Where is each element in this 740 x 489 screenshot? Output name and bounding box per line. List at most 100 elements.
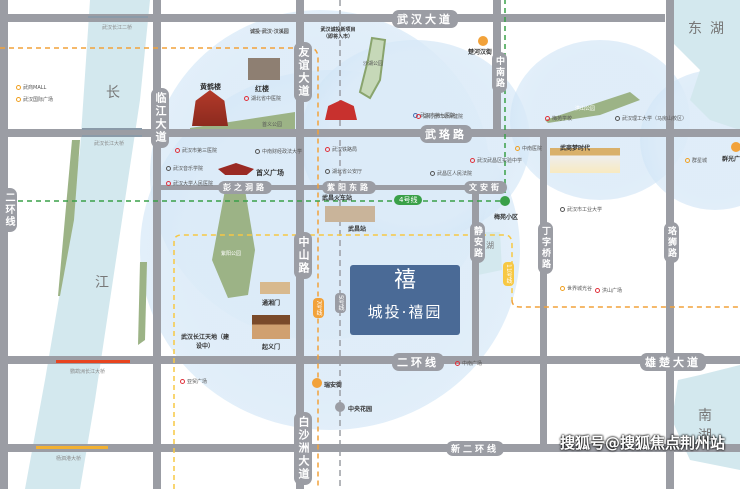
road-label-zhongnan: 中南路 bbox=[492, 52, 507, 93]
poi[interactable]: 武汉理工大学（马房山校区） bbox=[615, 115, 687, 122]
road-label-xiongchu: 雄楚大道 bbox=[640, 353, 706, 371]
poi[interactable]: 梅苑学校 bbox=[545, 115, 572, 122]
road-label-luoshi: 珞狮路 bbox=[664, 222, 679, 263]
landmark-label: 红楼 bbox=[255, 85, 269, 93]
poi-icon bbox=[430, 171, 435, 176]
poi[interactable]: 武商MALL bbox=[16, 84, 46, 91]
watermark: 搜狐号@搜狐焦点荆州站 bbox=[560, 434, 726, 452]
poi-icon bbox=[545, 116, 550, 121]
donghu-lake bbox=[670, 0, 740, 130]
poi[interactable]: 武汉国际广场 bbox=[16, 96, 53, 103]
landmark-label: 武汉长江天地（建设中） bbox=[180, 334, 229, 350]
riverside-park-right bbox=[138, 262, 147, 345]
poi-label: 亚贸广场 bbox=[187, 379, 208, 385]
mall-icon bbox=[550, 148, 620, 173]
poi[interactable]: 湖北省妇幼保健院 bbox=[416, 113, 463, 120]
poi[interactable]: 武汉音乐学院 bbox=[166, 165, 203, 172]
metro-line-11-badge: 11号线 bbox=[503, 262, 514, 286]
poi-label: 武汉武昌区实验中学 bbox=[477, 158, 523, 164]
nanhu-label: 南湖 bbox=[698, 408, 720, 444]
poi[interactable]: 湖北省公安厅 bbox=[325, 168, 362, 175]
landmark-label: 起义门 bbox=[262, 344, 281, 351]
bridge-icon bbox=[82, 128, 142, 137]
poi-label: 湖北省公安厅 bbox=[332, 169, 363, 175]
road bbox=[0, 356, 740, 364]
nanhu-lake bbox=[672, 365, 740, 470]
poi[interactable]: 武汉武昌区实验中学 bbox=[470, 157, 522, 164]
poi-icon bbox=[560, 207, 565, 212]
poi[interactable]: 群星城 bbox=[685, 157, 707, 164]
poi[interactable]: 中南医院 bbox=[515, 145, 542, 152]
poi[interactable]: 世界城光谷 bbox=[560, 285, 592, 292]
road-label-wenan: 文安街 bbox=[464, 181, 507, 194]
road bbox=[0, 14, 665, 22]
riverside-park-left bbox=[58, 140, 80, 296]
bridge-label: 鹦鹉洲长江大桥 bbox=[70, 369, 106, 375]
metro-station-label: 梅苑小区 bbox=[494, 214, 519, 221]
project-name: 城投·禧园 bbox=[367, 303, 443, 321]
poi-icon bbox=[166, 181, 171, 186]
metro-station-label: 武昌站 bbox=[348, 226, 367, 233]
landmark-label: 黄鹤楼 bbox=[200, 83, 221, 91]
road bbox=[0, 0, 8, 489]
road-label-wuluo-lu: 武珞路 bbox=[420, 125, 472, 143]
metro-line-orange bbox=[0, 47, 319, 489]
poi-label: 梅苑学校 bbox=[552, 116, 573, 122]
poi-icon bbox=[16, 85, 21, 90]
road-label-jingan: 静安路 bbox=[470, 222, 485, 263]
road-label-linjiang: 临江大道 bbox=[151, 88, 169, 148]
metro-line-orange-east bbox=[511, 299, 740, 308]
road bbox=[0, 129, 740, 137]
poi[interactable]: 中南广场 bbox=[455, 360, 482, 367]
poi[interactable]: 武汉大学人民医院 bbox=[166, 180, 213, 187]
road bbox=[540, 133, 547, 448]
yangtze-river bbox=[25, 0, 150, 489]
landmark-label: 首义广场 bbox=[256, 169, 284, 177]
road-label-youyi: 友谊大道 bbox=[294, 42, 312, 102]
poi-label: 中南广场 bbox=[462, 361, 483, 367]
park-label: 首义公园 bbox=[262, 122, 283, 128]
qiyi-gate-icon bbox=[252, 315, 290, 339]
poi-icon bbox=[455, 361, 460, 366]
metro-station-label: 瑞安街 bbox=[324, 382, 343, 389]
park-label: 洪山公园 bbox=[575, 106, 596, 112]
donghu-label: 东湖 bbox=[688, 21, 732, 37]
road-label-ziyang: 紫阳东路 bbox=[322, 181, 376, 194]
landmark-label: 楚河汉街 bbox=[468, 49, 493, 56]
road-label-xin-erhuan: 新二环线 bbox=[446, 441, 505, 456]
zi-lake-label: 湖 bbox=[486, 241, 494, 250]
red-building-icon bbox=[248, 58, 280, 80]
poi[interactable]: 洪山广场 bbox=[595, 287, 622, 294]
poi-icon bbox=[180, 379, 185, 384]
poi-label: 武汉音乐学院 bbox=[173, 166, 204, 172]
poi[interactable]: 武汉市第三医院 bbox=[175, 147, 217, 154]
metro-station-icon bbox=[312, 378, 322, 388]
poi-label: 武汉铁路局 bbox=[332, 147, 358, 153]
road-label-zhongshan: 中山路 bbox=[294, 232, 312, 279]
poi-icon bbox=[325, 147, 330, 152]
poi-label: 武汉市第三医院 bbox=[182, 148, 218, 154]
poi[interactable]: 中南财经政法大学 bbox=[255, 148, 302, 155]
poi[interactable]: 湖北省中医院 bbox=[244, 95, 281, 102]
project-building-icon bbox=[325, 100, 357, 120]
poi[interactable]: 亚贸广场 bbox=[180, 378, 207, 385]
poi-label: 中南医院 bbox=[522, 146, 543, 152]
project-marker[interactable]: 禧 城投·禧园 bbox=[350, 265, 460, 335]
project-logo: 禧 bbox=[393, 268, 416, 293]
landmark-label: 群光广场 bbox=[722, 156, 740, 163]
poi-label: 武汉国际广场 bbox=[23, 97, 54, 103]
road-label-erhuan-left: 二环线 bbox=[0, 188, 17, 232]
poi-icon bbox=[615, 116, 620, 121]
tongxiang-gate-icon bbox=[260, 282, 290, 294]
river-label: 江 bbox=[95, 275, 109, 291]
shahu-park bbox=[358, 36, 387, 100]
ziyang-park bbox=[212, 190, 255, 298]
poi-icon bbox=[16, 97, 21, 102]
poi[interactable]: 武汉市工业大学 bbox=[560, 206, 602, 213]
poi[interactable]: 武汉铁路局 bbox=[325, 146, 357, 153]
poi[interactable]: 武昌区人民法院 bbox=[430, 170, 472, 177]
poi-label: 武汉市工业大学 bbox=[567, 207, 603, 213]
bridge-label: 武汉长江二桥 bbox=[102, 25, 133, 31]
